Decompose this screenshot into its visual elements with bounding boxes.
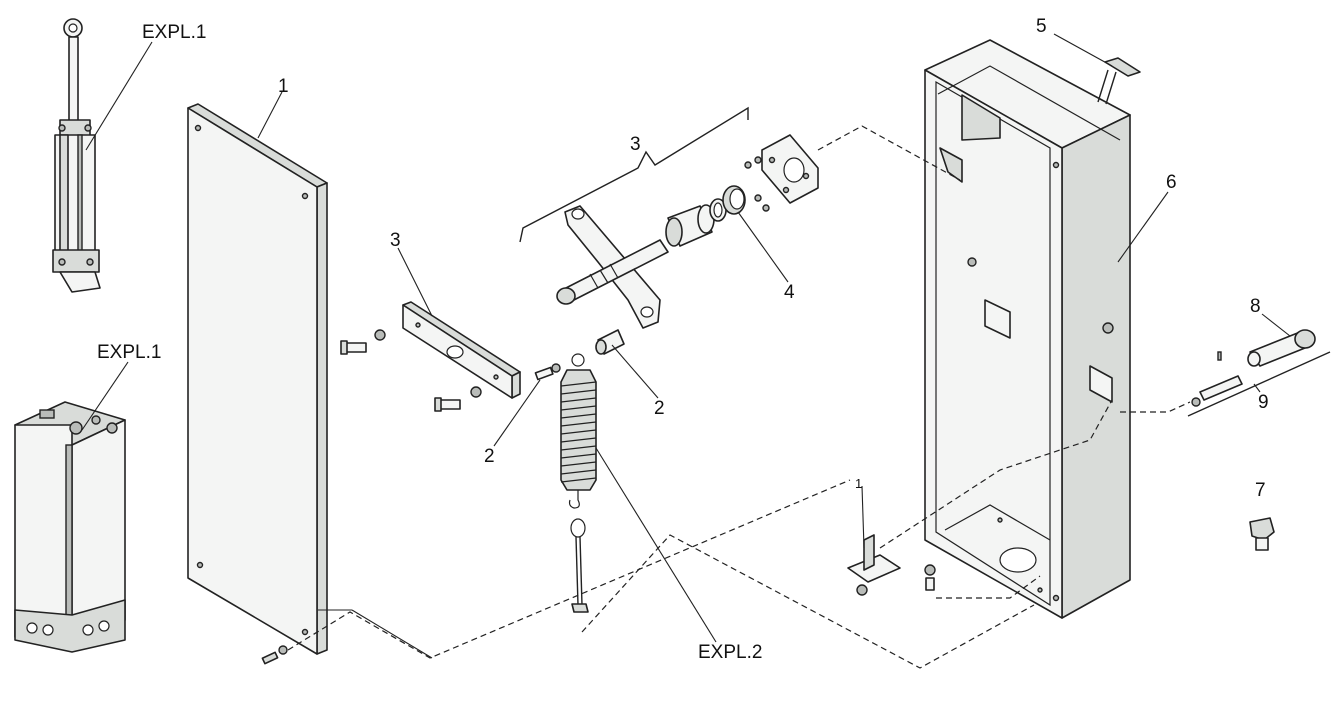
- label-part-6: 6: [1166, 172, 1177, 193]
- top-handle-part-5: [1097, 57, 1141, 105]
- bar-bolt-lower: [434, 386, 482, 412]
- tension-spring: [560, 353, 597, 509]
- flange-plate: [761, 134, 819, 204]
- dash-bracket-to-cabinet: [879, 399, 1113, 549]
- leader-part-1: [257, 91, 283, 139]
- flange-nuts: [744, 156, 770, 212]
- leader-expl2: [595, 447, 717, 643]
- lock-pin: [1191, 351, 1243, 407]
- label-expl1-cylinder: EXPL.1: [142, 22, 206, 43]
- label-small-1: 1: [855, 476, 862, 491]
- bearing-part-4: [722, 185, 746, 215]
- leader-part-6: [1117, 191, 1169, 263]
- dash-spring-to-cabinet: [581, 534, 1035, 669]
- label-part-4: 4: [784, 282, 795, 303]
- cabinet-floor-bolt: [924, 564, 936, 591]
- dash-lock-to-cabinet: [1120, 401, 1191, 413]
- mounting-bar: [402, 301, 521, 399]
- label-part-2-left: 2: [484, 446, 495, 467]
- solid-door-to-dash: [351, 609, 433, 659]
- spring-top-bolt: [534, 363, 561, 381]
- lower-bracket: [847, 534, 901, 596]
- housing-cabinet: [924, 39, 1131, 619]
- label-expl2: EXPL.2: [698, 642, 762, 663]
- splined-shaft: [556, 239, 669, 305]
- leader-part-2-right: [611, 344, 659, 399]
- lever-bushing: [595, 329, 625, 355]
- leader-part-3-bar: [397, 247, 433, 317]
- dash-floor-bolt: [936, 575, 1041, 599]
- label-part-5: 5: [1036, 16, 1047, 37]
- label-part-7: 7: [1255, 480, 1266, 501]
- label-part-8: 8: [1250, 296, 1261, 317]
- leader-part-2-left: [493, 379, 541, 447]
- dash-flange-to-cabinet: [817, 125, 961, 181]
- lock-cylinder-part-8: [1247, 329, 1316, 367]
- label-part-1: 1: [278, 76, 289, 97]
- assembly-bracket: [519, 106, 749, 243]
- leader-expl1-cylinder: [85, 41, 153, 151]
- leader-part-4: [737, 211, 789, 283]
- leader-part-8: [1261, 313, 1291, 337]
- bar-bolt-upper: [340, 329, 386, 355]
- dash-door-to-cabinet: [287, 479, 851, 659]
- label-part-3-bar: 3: [390, 230, 401, 251]
- label-expl1-box: EXPL.1: [97, 342, 161, 363]
- label-part-9: 9: [1258, 392, 1269, 413]
- hydraulic-cylinder: [52, 18, 101, 293]
- label-part-2-right: 2: [654, 398, 665, 419]
- leader-small-1: [861, 485, 865, 549]
- door-screw: [261, 645, 288, 665]
- leader-part-9: [1253, 383, 1261, 393]
- clip-part-7: [1249, 517, 1275, 551]
- shaft-sleeve: [665, 204, 715, 247]
- leader-part-5: [1053, 33, 1113, 67]
- lock-bracket-part-9: [1187, 351, 1331, 417]
- leader-expl1-box: [81, 361, 129, 431]
- label-part-3-assembly: 3: [630, 134, 641, 155]
- door-panel: [187, 103, 328, 655]
- eyebolt: [570, 518, 589, 613]
- power-unit-box: [14, 401, 126, 653]
